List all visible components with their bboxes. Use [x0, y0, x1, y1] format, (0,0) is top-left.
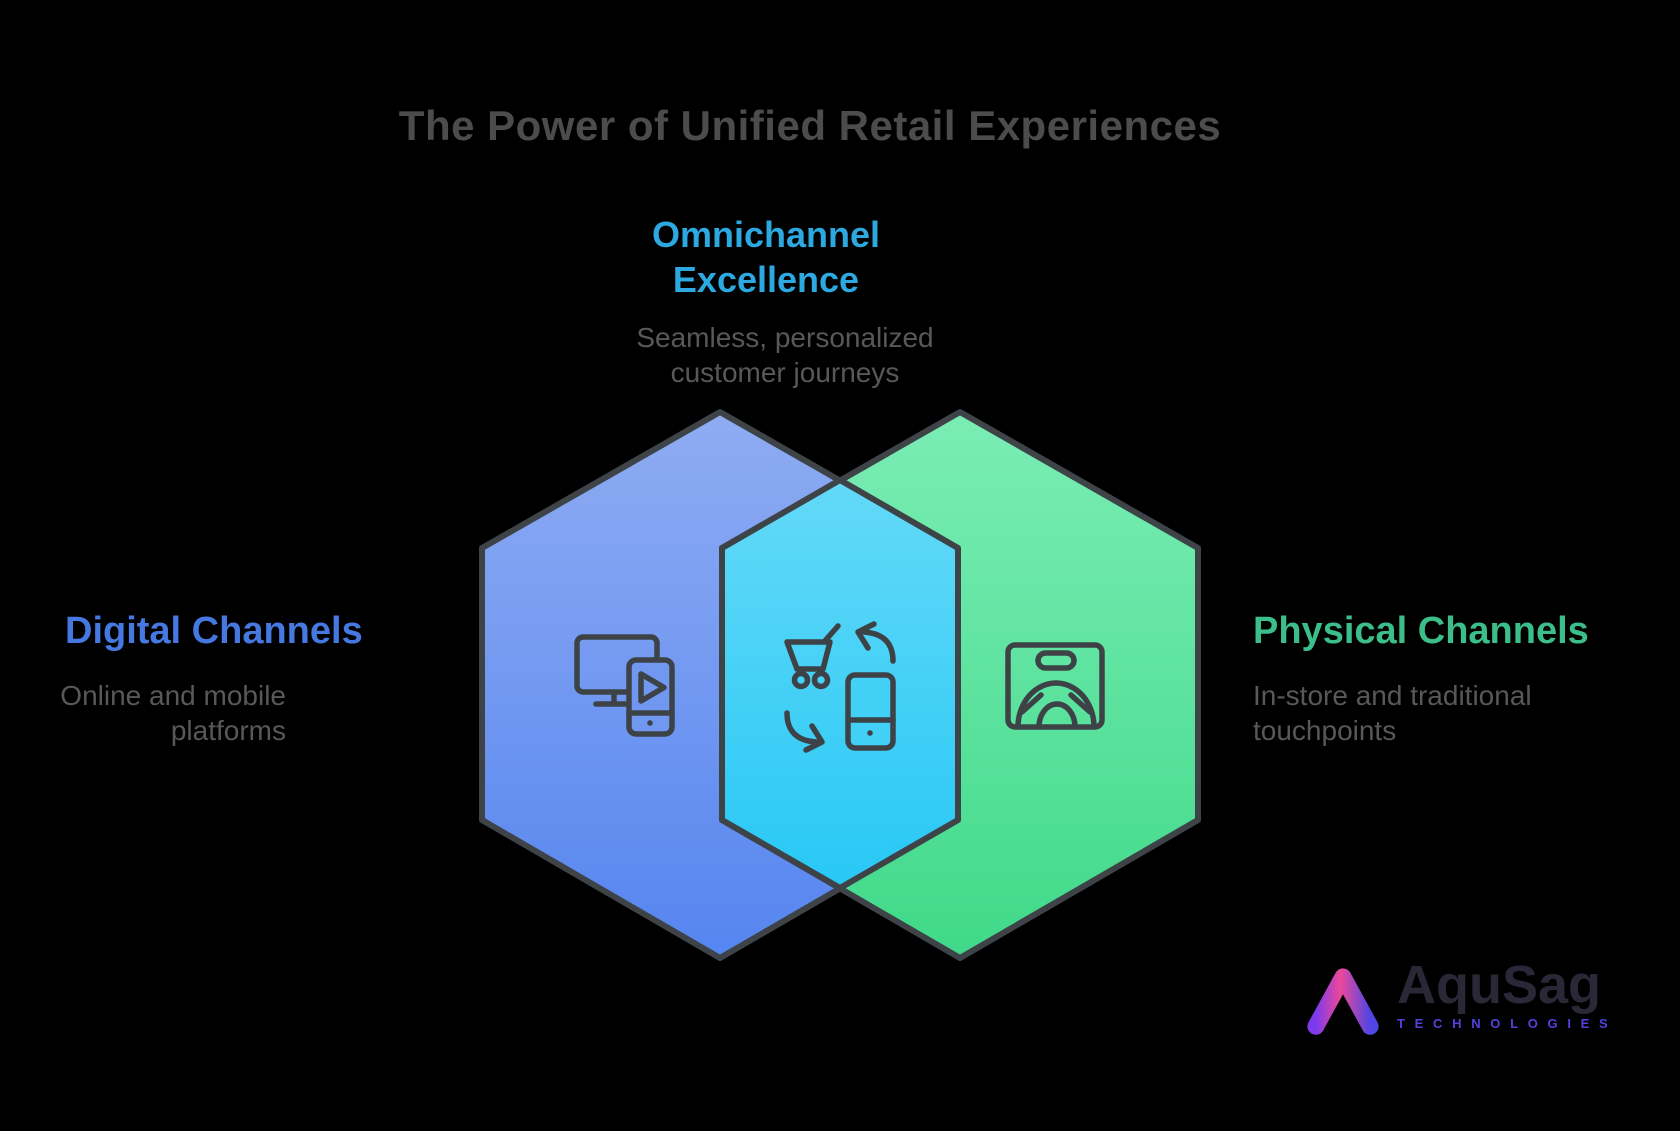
logo-text: AquSag TECHNOLOGIES [1397, 958, 1617, 1031]
omnichannel-heading: Omnichannel Excellence [651, 214, 881, 300]
omnichannel-description: Seamless, personalized customer journeys [636, 322, 934, 388]
overlap-hexagon [719, 477, 961, 891]
logo-tagline: TECHNOLOGIES [1397, 1016, 1618, 1031]
digital-channels-description: Online and mobile platforms [60, 680, 286, 746]
devices-icon [574, 634, 675, 737]
physical-channels-description: In-store and traditional touchpoints [1253, 680, 1532, 746]
logo-wordmark: AquSag [1397, 955, 1602, 1015]
aqusag-logo-icon [1307, 968, 1379, 1035]
store-bag-icon [1005, 642, 1105, 730]
physical-channels-heading: Physical Channels [1253, 610, 1589, 652]
brand-logo: AquSag TECHNOLOGIES [1303, 958, 1617, 1038]
page-title: The Power of Unified Retail Experiences [398, 102, 1222, 149]
digital-channels-heading: Digital Channels [65, 610, 363, 652]
cart-sync-icon [784, 621, 896, 753]
